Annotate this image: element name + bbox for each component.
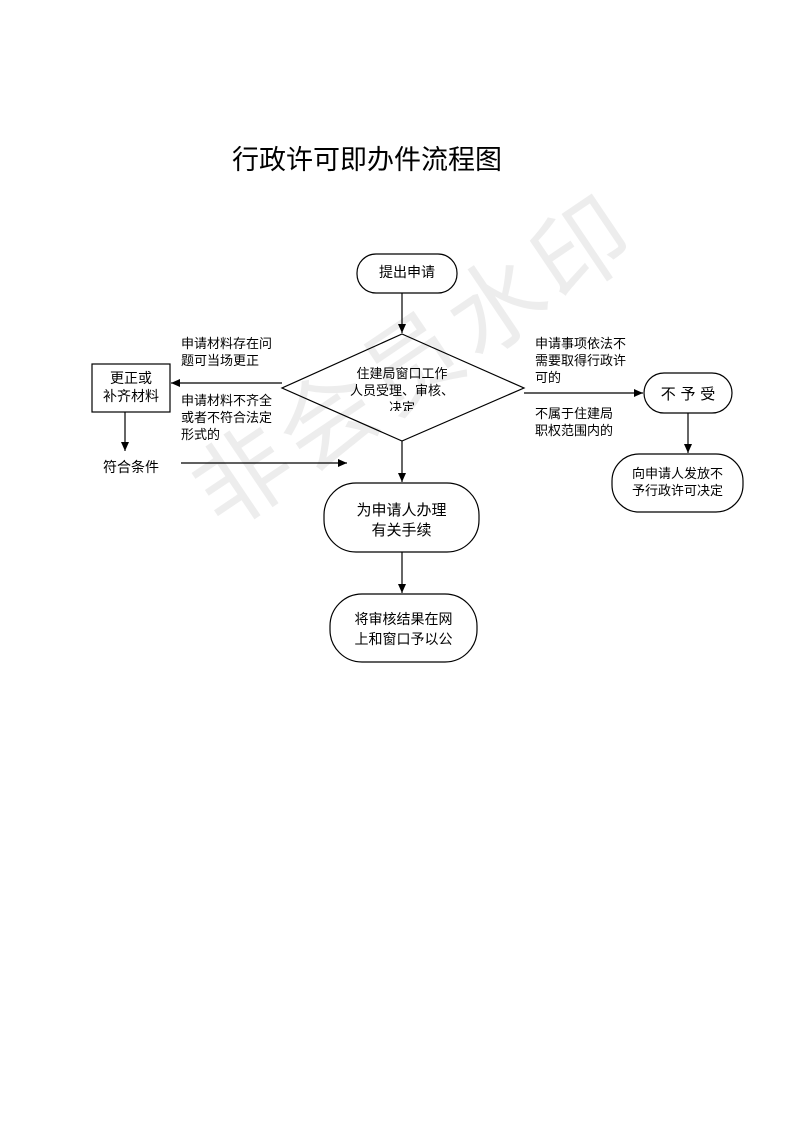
note-line: 或者不符合法定 [181,411,273,426]
node-notice [611,453,744,513]
note-line: 可的 [535,371,562,386]
page-title: 行政许可即办件流程图 [232,145,502,176]
note-line: 需要取得行政许 [535,354,627,369]
node-handle-line: 有关手续 [371,521,432,539]
note-line: 职权范围内的 [535,424,614,439]
node-meets-label: 符合条件 [103,460,159,476]
note-left-bottom: 申请材料不齐全 或者不符合法定 形式的 [181,393,291,444]
node-notice-line: 予行政许可决定 [631,484,723,499]
node-review-line: 人员受理、审核、 [349,384,454,399]
node-publish-label: 将审核结果在网 上和窗口予以公 [330,610,477,650]
note-line: 不属于住建局 [535,407,614,422]
node-review-line: 住建局窗口工作 [356,367,448,382]
node-handle-line: 为申请人办理 [356,501,447,519]
note-line: 题可当场更正 [181,354,260,369]
node-publish [329,593,478,663]
node-handle-label: 为申请人办理 有关手续 [324,500,479,540]
note-right-top: 申请事项依法不 需要取得行政许 可的 [535,336,645,387]
node-publish-line: 上和窗口予以公 [354,632,453,648]
note-line: 申请材料不齐全 [181,394,273,409]
node-notice-label: 向申请人发放不 予行政许可决定 [612,466,743,500]
node-submit-label: 提出申请 [379,265,435,281]
note-line: 申请材料存在问 [181,337,273,352]
node-submit [356,253,458,294]
node-reject-label: 不 予 受 [660,385,716,403]
node-publish-line: 将审核结果在网 [354,612,453,628]
note-line: 形式的 [181,428,221,443]
node-review-line: 决定 [388,401,415,411]
node-correct-label: 更正或 补齐材料 [92,370,170,406]
note-right-bottom: 不属于住建局 职权范围内的 [535,406,645,440]
node-review-label: 住建局窗口工作 人员受理、审核、 决定 [330,366,474,411]
note-line: 申请事项依法不 [535,337,627,352]
note-left-top: 申请材料存在问 题可当场更正 [181,336,291,370]
node-correct-line: 更正或 [110,371,152,387]
node-correct [91,363,171,413]
node-notice-line: 向申请人发放不 [631,467,723,482]
node-correct-line: 补齐材料 [103,389,159,405]
